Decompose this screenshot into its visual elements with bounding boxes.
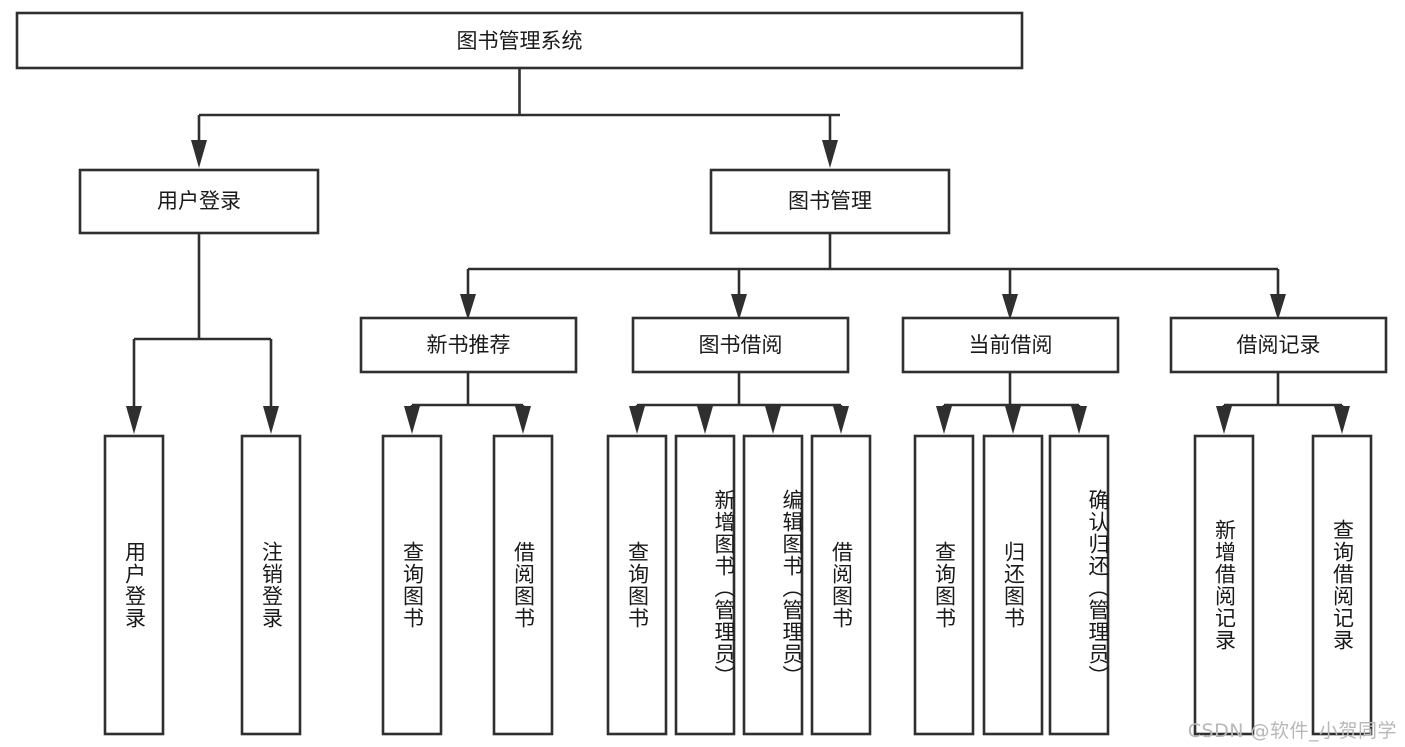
arrow-head-new-book-recommend [460, 294, 476, 320]
arrow-head-leaf-br-2 [1334, 406, 1350, 434]
node-root-label: 图书管理系统 [457, 29, 583, 53]
arrow-head-user-login [191, 140, 207, 168]
leaf-box-bb-3[interactable] [742, 434, 804, 736]
leaf-box-br-1[interactable] [1193, 434, 1255, 736]
leaf-box-user-login-2[interactable] [240, 434, 302, 736]
node-user-login-label: 用户登录 [157, 189, 241, 213]
connector-group-user-login [126, 233, 279, 434]
connector-group-borrow-record [1216, 372, 1350, 434]
arrow-head-leaf-cb-2 [1005, 406, 1021, 434]
leaf-box-nbr-2[interactable] [492, 434, 554, 736]
node-root-book-management-system[interactable] [15, 11, 1024, 70]
leaf-box-nbr-1[interactable] [381, 434, 443, 736]
arrow-head-leaf-cb-1 [936, 406, 952, 434]
node-book-borrow-label: 图书借阅 [699, 333, 783, 357]
node-new-book-recommend[interactable] [359, 316, 578, 374]
node-current-borrow-label: 当前借阅 [969, 333, 1053, 357]
arrow-head-book-borrow [731, 294, 747, 320]
node-book-borrow[interactable] [631, 316, 850, 374]
node-borrow-record[interactable] [1169, 316, 1388, 374]
arrow-head-leaf-cb-3 [1071, 406, 1087, 434]
connector-group-root [191, 68, 840, 168]
leaf-box-cb-1[interactable] [913, 434, 975, 736]
arrow-head-leaf-nbr-1 [404, 406, 420, 434]
leaf-box-user-login-1[interactable] [103, 434, 165, 736]
arrow-head-current-borrow [1002, 294, 1018, 320]
arrow-head-book-mgmt [822, 140, 838, 168]
leaf-box-cb-2[interactable] [982, 434, 1044, 736]
leaf-box-bb-4[interactable] [810, 434, 872, 736]
arrow-head-leaf-nbr-2 [515, 406, 531, 434]
arrow-head-leaf-bb-4 [833, 406, 849, 434]
arrow-head-leaf-user-login-1 [126, 406, 142, 434]
node-book-management-label: 图书管理 [788, 189, 872, 213]
connector-group-book-mgmt [460, 233, 1286, 320]
arrow-head-leaf-user-login-2 [263, 406, 279, 434]
node-new-book-recommend-label: 新书推荐 [427, 333, 511, 357]
node-user-login[interactable] [78, 168, 320, 235]
node-current-borrow[interactable] [901, 316, 1120, 374]
node-borrow-record-label: 借阅记录 [1237, 333, 1321, 357]
leaf-box-bb-2[interactable] [674, 434, 736, 736]
leaf-box-br-2[interactable] [1311, 434, 1373, 736]
leaf-box-bb-1[interactable] [606, 434, 668, 736]
connector-group-new-book-recommend [404, 372, 531, 434]
arrow-head-leaf-bb-1 [629, 406, 645, 434]
arrow-head-leaf-br-1 [1216, 406, 1232, 434]
connector-group-current-borrow [936, 372, 1087, 434]
csdn-watermark: CSDN @软件_小贺同学 [1187, 720, 1397, 742]
arrow-head-leaf-bb-2 [697, 406, 713, 434]
connector-group-book-borrow [629, 372, 849, 434]
arrow-head-borrow-record [1270, 294, 1286, 320]
arrow-head-leaf-bb-3 [765, 406, 781, 434]
node-book-management[interactable] [709, 168, 951, 235]
leaf-box-cb-3[interactable] [1048, 434, 1110, 736]
